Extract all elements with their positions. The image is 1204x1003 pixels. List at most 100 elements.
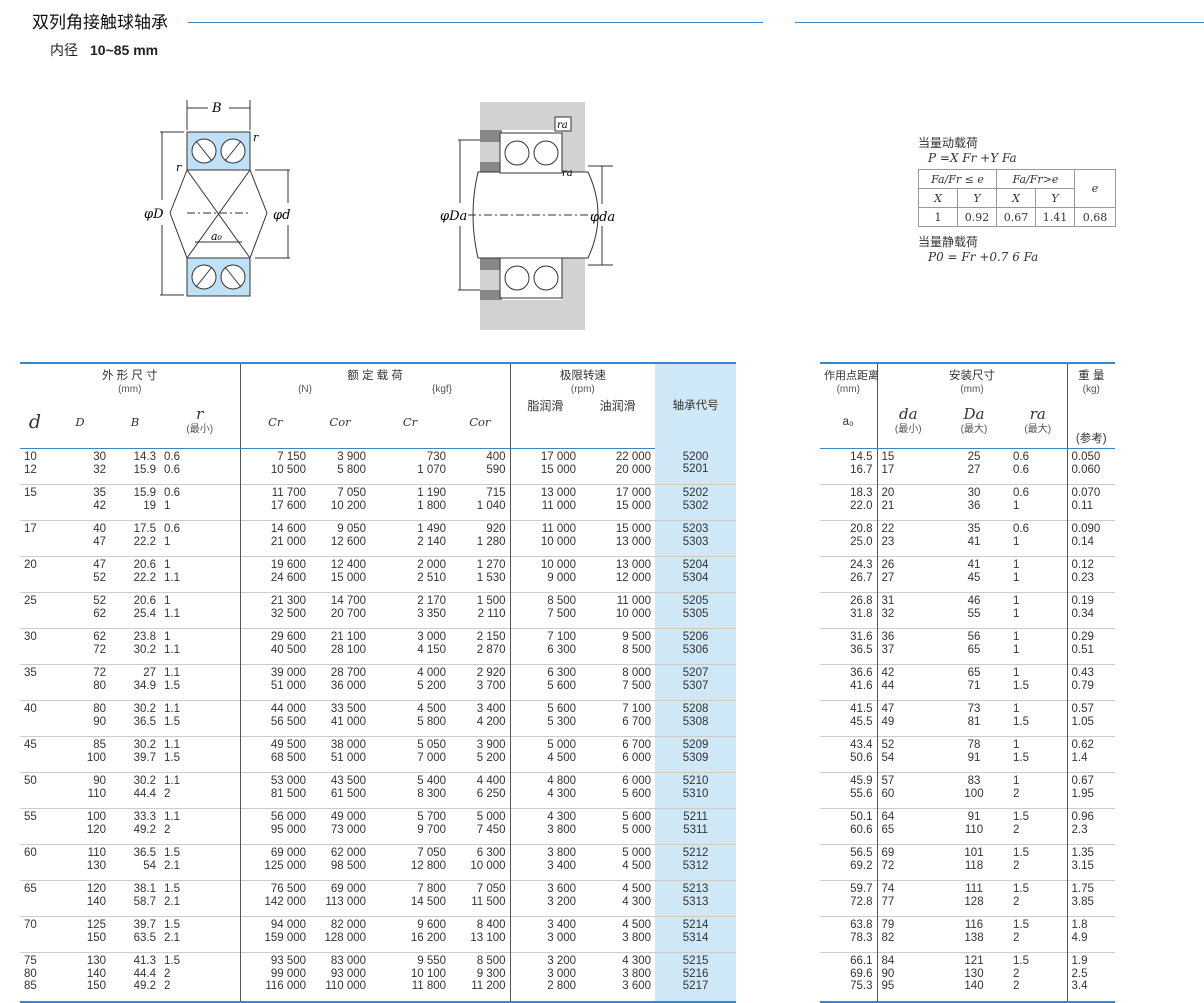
hdr-weight-label: 重 量 <box>1078 370 1105 382</box>
cell-ra-value: 2 <box>1013 931 1020 944</box>
cell-d: 65 <box>20 880 50 917</box>
cell-cr-n-value: 95 000 <box>270 823 307 836</box>
cell-grease-speed-value: 11 000 <box>541 523 577 535</box>
label-a0: a₀ <box>211 230 223 243</box>
cell-oil-speed-value: 4 500 <box>622 919 652 931</box>
cell-cr-n-value: 7 150 <box>277 451 307 463</box>
cell-d: 30 <box>20 628 50 665</box>
cell-D-value: 80 <box>93 679 106 692</box>
cell-r-value: 1.5 <box>164 919 180 931</box>
cell-cor-kgf-value: 5 000 <box>476 811 506 823</box>
cell-D-value: 140 <box>86 895 106 908</box>
cell-bearing-code-value: 5202 <box>682 487 709 499</box>
subtitle-range: 10~85 mm <box>90 42 159 58</box>
cell-da-value: 57 <box>881 775 895 787</box>
cell-cor-n-value: 110 000 <box>325 980 367 992</box>
cell-cor-kgf-value: 400 <box>486 451 506 463</box>
cell-D-value: 47 <box>93 535 106 548</box>
cell-grease-speed-value: 15 000 <box>540 463 577 476</box>
cell-a0-value: 69.6 <box>850 967 873 980</box>
hdr-ref: (参考) <box>1067 396 1116 449</box>
cell-B-value: 44.4 <box>133 787 156 800</box>
cell-cor-kgf-value: 5 200 <box>476 751 506 764</box>
cell-ra-value: 1 <box>1013 667 1020 679</box>
cell-weight-value: 1.8 <box>1071 919 1088 931</box>
cell-cor-kgf-value: 9 300 <box>476 967 506 980</box>
cell-cr-kgf-value: 11 800 <box>411 980 447 992</box>
cell-cor-n-value: 61 500 <box>330 787 367 800</box>
cell-weight-value: 0.43 <box>1071 667 1094 679</box>
cell-cor-n-value: 12 600 <box>330 535 367 548</box>
cell-cor-kgf-value: 4 200 <box>476 715 506 728</box>
cell-ra-value: 1 <box>1013 607 1020 620</box>
cell-cr-kgf-value: 2 000 <box>417 559 447 571</box>
cell-r-value: 1 <box>164 631 171 643</box>
cell-weight-value: 2.5 <box>1071 967 1088 980</box>
cell-ra-value: 1.5 <box>1013 751 1029 764</box>
cell-d: 15 <box>20 484 50 521</box>
cell-bearing-code-value: 5208 <box>682 703 709 715</box>
cell-r-value: 2 <box>164 967 171 980</box>
cell-oil-speed-value: 8 500 <box>622 643 652 656</box>
cell-D-value: 100 <box>86 751 106 764</box>
cell-d-value <box>24 788 46 801</box>
cell-r-value: 1 <box>164 499 171 512</box>
cell-a0-value: 56.5 <box>850 847 873 859</box>
cell-da-value: 27 <box>881 571 895 584</box>
cell-da-value: 64 <box>881 811 895 823</box>
factor-table: Fa/Fr ≤ e Fa/Fr>e e X Y X Y 1 0.92 0.67 … <box>918 169 1116 227</box>
cell-da-value: 31 <box>881 595 895 607</box>
cell-D-value: 125 <box>86 919 106 931</box>
cell-d: 55 <box>20 808 50 845</box>
cell-ra-value: 2 <box>1013 859 1020 872</box>
cell-cor-kgf-value: 1 040 <box>476 499 506 512</box>
cell-grease-speed-value: 3 000 <box>547 931 577 944</box>
cell-bearing-code-value: 5308 <box>682 715 709 728</box>
cell-da-value: 15 <box>881 451 895 463</box>
cell-bearing-code-value: 5212 <box>682 847 709 859</box>
cell-cr-kgf-value: 2 510 <box>417 571 447 584</box>
cell-a0-value: 60.6 <box>850 823 873 836</box>
cell-bearing-code-value: 5305 <box>682 607 709 620</box>
cell-da-value: 95 <box>881 980 895 992</box>
cell-bearing-code-value: 5215 <box>682 955 709 967</box>
cell-Da-value: 91 <box>967 751 981 764</box>
cell-D-value: 52 <box>93 571 106 584</box>
cell-da-value: 79 <box>881 919 895 931</box>
factor-value: 1 <box>918 207 958 227</box>
cell-grease-speed-value: 9 000 <box>547 571 577 584</box>
cell-weight-value: 3.15 <box>1071 859 1094 872</box>
dynamic-load-title: 当量动载荷 <box>918 136 979 150</box>
cell-D-value: 62 <box>93 607 106 620</box>
